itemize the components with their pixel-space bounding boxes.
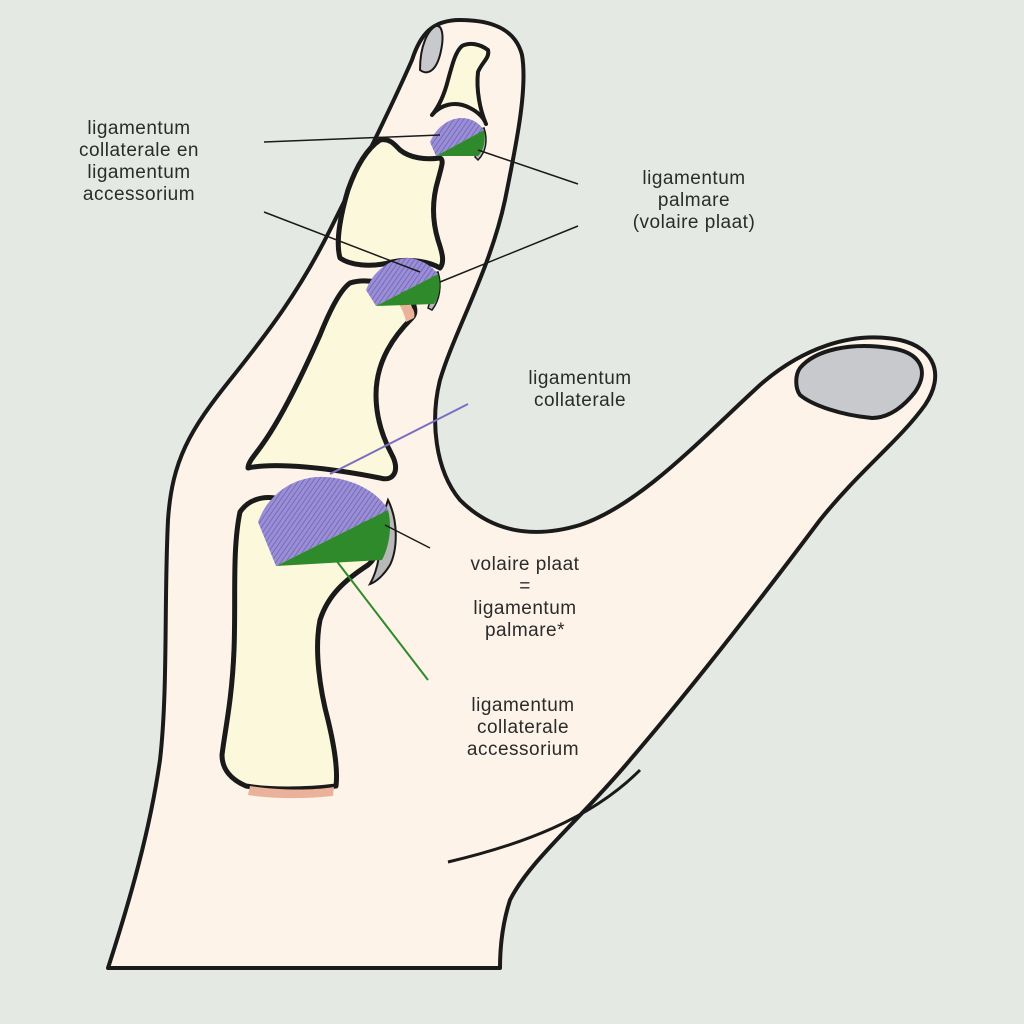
hand-skin — [106, 18, 938, 970]
label-collateral-accessory-top: ligamentum collaterale en ligamentum acc… — [78, 118, 200, 205]
metacarpal-cartilage — [248, 786, 334, 799]
accessory-ligament-mcp — [276, 510, 390, 566]
middle-phalanx — [335, 137, 446, 271]
leader-lines — [263, 134, 579, 681]
label-collateral-accessory-bottom: ligamentum collaterale accessorium — [466, 695, 580, 760]
distal-phalanx — [430, 41, 491, 126]
collateral-ligament-dip — [430, 118, 484, 156]
thumb-nail — [794, 344, 924, 421]
collateral-ligament-mcp — [258, 476, 388, 566]
accessory-ligament-pip — [376, 274, 440, 306]
finger-nail — [418, 24, 444, 74]
label-collateral-mid: ligamentum collaterale — [528, 368, 632, 411]
proximal-phalanx — [245, 278, 418, 482]
collateral-ligament-pip — [366, 258, 438, 306]
palm-crease — [447, 768, 642, 864]
label-palmar-top: ligamentum palmare (volaire plaat) — [632, 168, 756, 233]
proximal-cartilage — [398, 300, 415, 322]
accessory-ligament-dip — [436, 130, 485, 156]
label-volar-plate: volaire plaat = ligamentum palmare* — [470, 554, 580, 641]
